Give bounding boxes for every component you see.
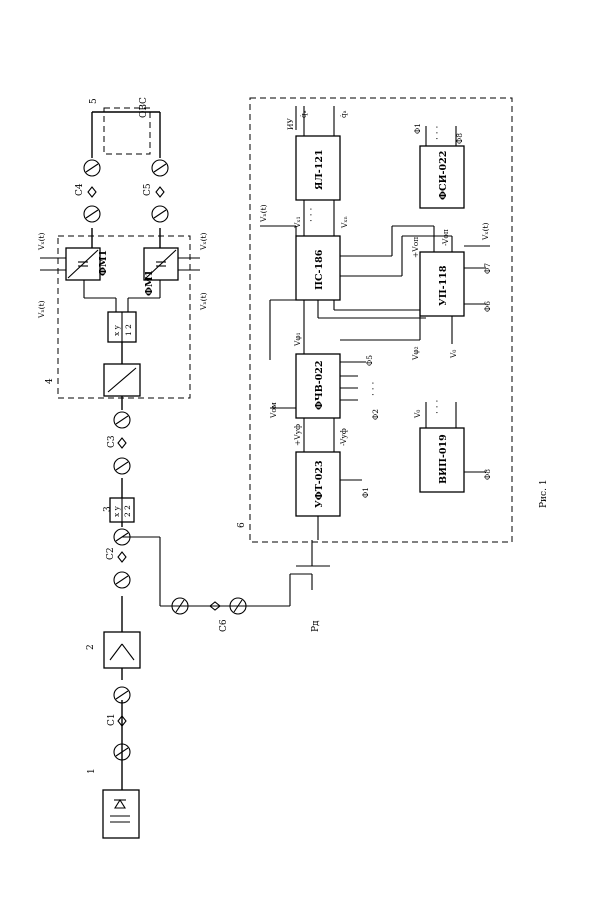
block4-xy: x y (112, 324, 121, 336)
block-fsi-022 (419, 145, 465, 209)
coupler-c1 (113, 686, 131, 761)
module4-polarizer (103, 363, 141, 397)
photodetector-rd (289, 540, 330, 606)
label-1: 1 (87, 768, 97, 774)
block3-xy: x y (112, 505, 121, 517)
block-uft-023 (295, 451, 341, 517)
fsi-f8: Ф8 (455, 133, 464, 144)
vf1-label: Vφ₁ (293, 332, 302, 347)
label-c2: C2 (106, 547, 116, 560)
label-c3: C3 (107, 435, 117, 448)
f5-label: Ф5 (365, 355, 374, 366)
q-top-label: q̇ₐ (299, 110, 308, 118)
phase-modulator-1b (143, 247, 179, 281)
iu-label: ИУ (286, 117, 295, 130)
vop-minus-label: -Vоп (441, 229, 450, 246)
vom-label: Vом (269, 402, 278, 419)
coupler-c2 (113, 528, 131, 589)
block3-22: 2 2 (123, 505, 132, 517)
label-2: 2 (86, 644, 96, 650)
rd-label: Pд (311, 620, 321, 632)
coupler-c4 (83, 159, 101, 223)
vp-bottom-label: Vₙ(t) (199, 292, 208, 311)
vf2-label: Vφ₂ (411, 346, 420, 361)
f8-label: Ф8 (483, 469, 492, 480)
vx-bottom-label: Vₓ(t) (199, 232, 208, 251)
f6-label: Ф6 (483, 301, 492, 312)
yal-ps-dots: · · · (307, 208, 317, 222)
v0-up-label: V₀ (449, 350, 458, 359)
label-c5: C5 (143, 183, 153, 196)
label-4: 4 (45, 378, 55, 384)
f7-label: Ф7 (483, 263, 492, 274)
vvf-minus-label: -Vуф (339, 428, 348, 446)
vip-dots: · · · (433, 400, 443, 414)
v0-vip-label: V₀ (413, 410, 422, 419)
phase-modulator-1a (65, 247, 101, 281)
vp-ps-label: Vₙ(t) (259, 204, 268, 223)
ps-label: ПС-186 (314, 249, 325, 290)
vp-top-label: Vₙ(t) (37, 300, 46, 319)
label-3: 3 (103, 506, 113, 512)
block-yal-121 (295, 135, 341, 201)
vxn-label: Vₓₙ (340, 216, 349, 229)
f1-label: Ф1 (361, 487, 370, 498)
module4-splitter (107, 311, 137, 343)
up-label: УП-118 (438, 265, 449, 306)
vx1-label: Vₓ₁ (293, 216, 302, 229)
label-c1: C1 (107, 713, 117, 726)
module-4-boundary (57, 235, 191, 399)
yal-label: ЯЛ-121 (314, 149, 325, 190)
block-up-118 (419, 251, 465, 317)
fiber-coil-box (103, 107, 151, 155)
coupler-c3 (113, 411, 131, 475)
label-5: 5 (89, 98, 99, 104)
fsi-label: ФСИ-022 (438, 151, 449, 200)
label-c6: C6 (219, 619, 229, 632)
fsi-f1: Ф1 (413, 123, 422, 134)
f2-label: Ф2 (371, 409, 380, 420)
vop-plus-label: +Vоп (411, 237, 420, 258)
polarizer-block (103, 631, 141, 669)
block-vip-019 (419, 427, 465, 493)
fchv-label: ФЧВ-022 (314, 361, 325, 411)
vx-top-label: Vₓ(t) (37, 232, 46, 251)
label-6: 6 (237, 522, 247, 528)
laser-source-block (102, 789, 140, 839)
fsi-dots: · · · (433, 126, 443, 140)
q-bot-label: q̇ₐ (339, 110, 348, 118)
label-c4: C4 (75, 183, 85, 196)
fm1-label-b: ФМ1 (144, 270, 155, 296)
uft-label: УФТ-023 (314, 460, 325, 508)
vx-up-label: Vₓ(t) (481, 222, 490, 241)
vvf-plus-label: +Vуф (293, 424, 302, 446)
block4-12: 1 2 (124, 324, 133, 336)
sensor-label: ОВС (139, 97, 149, 118)
block-fchv-022 (295, 353, 341, 419)
module-6-boundary (249, 97, 513, 543)
coupler-c6 (171, 597, 247, 615)
fm1-label-a: ФМ1 (98, 250, 109, 276)
fchv-dots: · · · (369, 382, 379, 396)
vip-label: ВИП-019 (438, 434, 449, 484)
figure-caption: Рис. 1 (539, 479, 549, 508)
coupler-c5 (151, 159, 169, 223)
